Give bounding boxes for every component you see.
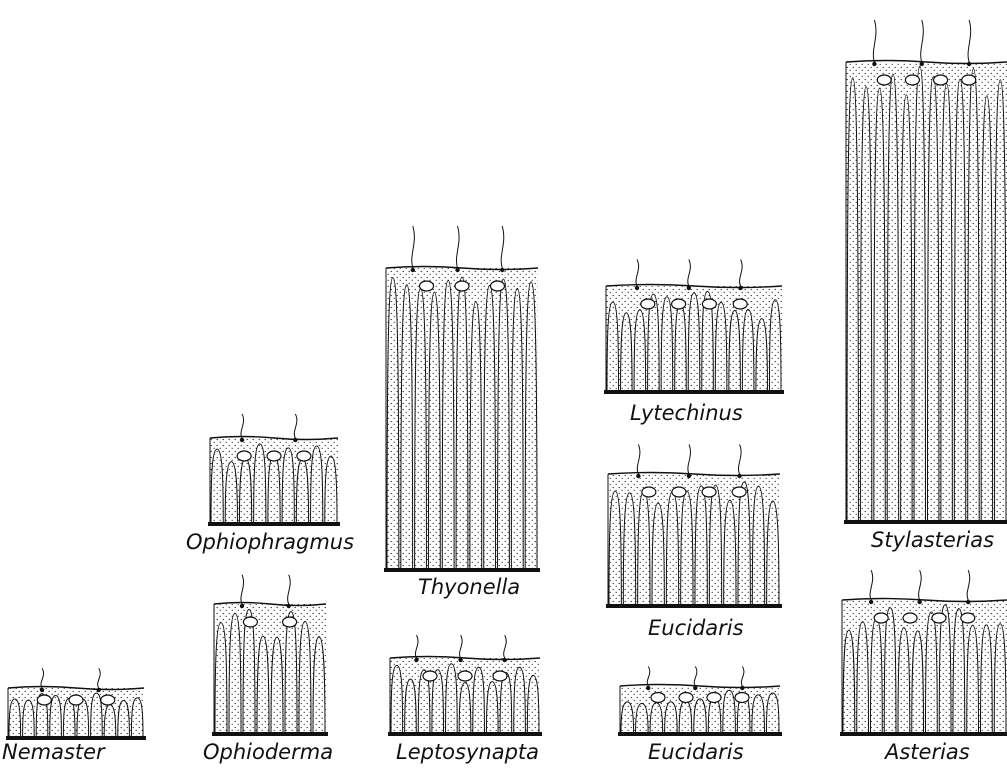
label-thyonella: Thyonella: [418, 577, 520, 598]
label-ophioderma: Ophioderma: [203, 742, 333, 763]
panel-nemaster: [6, 668, 146, 740]
panel-ophioderma: [212, 575, 328, 736]
label-ophiophragmus: Ophiophragmus: [186, 532, 354, 553]
panel-leptosynapta: [388, 635, 542, 736]
label-lytechinus: Lytechinus: [630, 403, 743, 424]
panel-ophiophragmus: [208, 414, 340, 526]
label-nemaster: Nemaster: [2, 742, 105, 763]
panel-asterias: [840, 570, 1007, 736]
panel-eucidaris-upper: [606, 444, 782, 608]
panel-eucidaris-lower: [618, 666, 782, 736]
panel-stylasterias: [844, 20, 1007, 524]
label-asterias: Asterias: [885, 742, 970, 763]
label-stylasterias: Stylasterias: [871, 530, 994, 551]
label-leptosynapta: Leptosynapta: [396, 742, 539, 763]
panel-thyonella: [384, 226, 540, 572]
label-eucidaris-lower: Eucidaris: [648, 742, 744, 763]
label-eucidaris-upper: Eucidaris: [648, 618, 744, 639]
panel-lytechinus: [604, 260, 784, 394]
